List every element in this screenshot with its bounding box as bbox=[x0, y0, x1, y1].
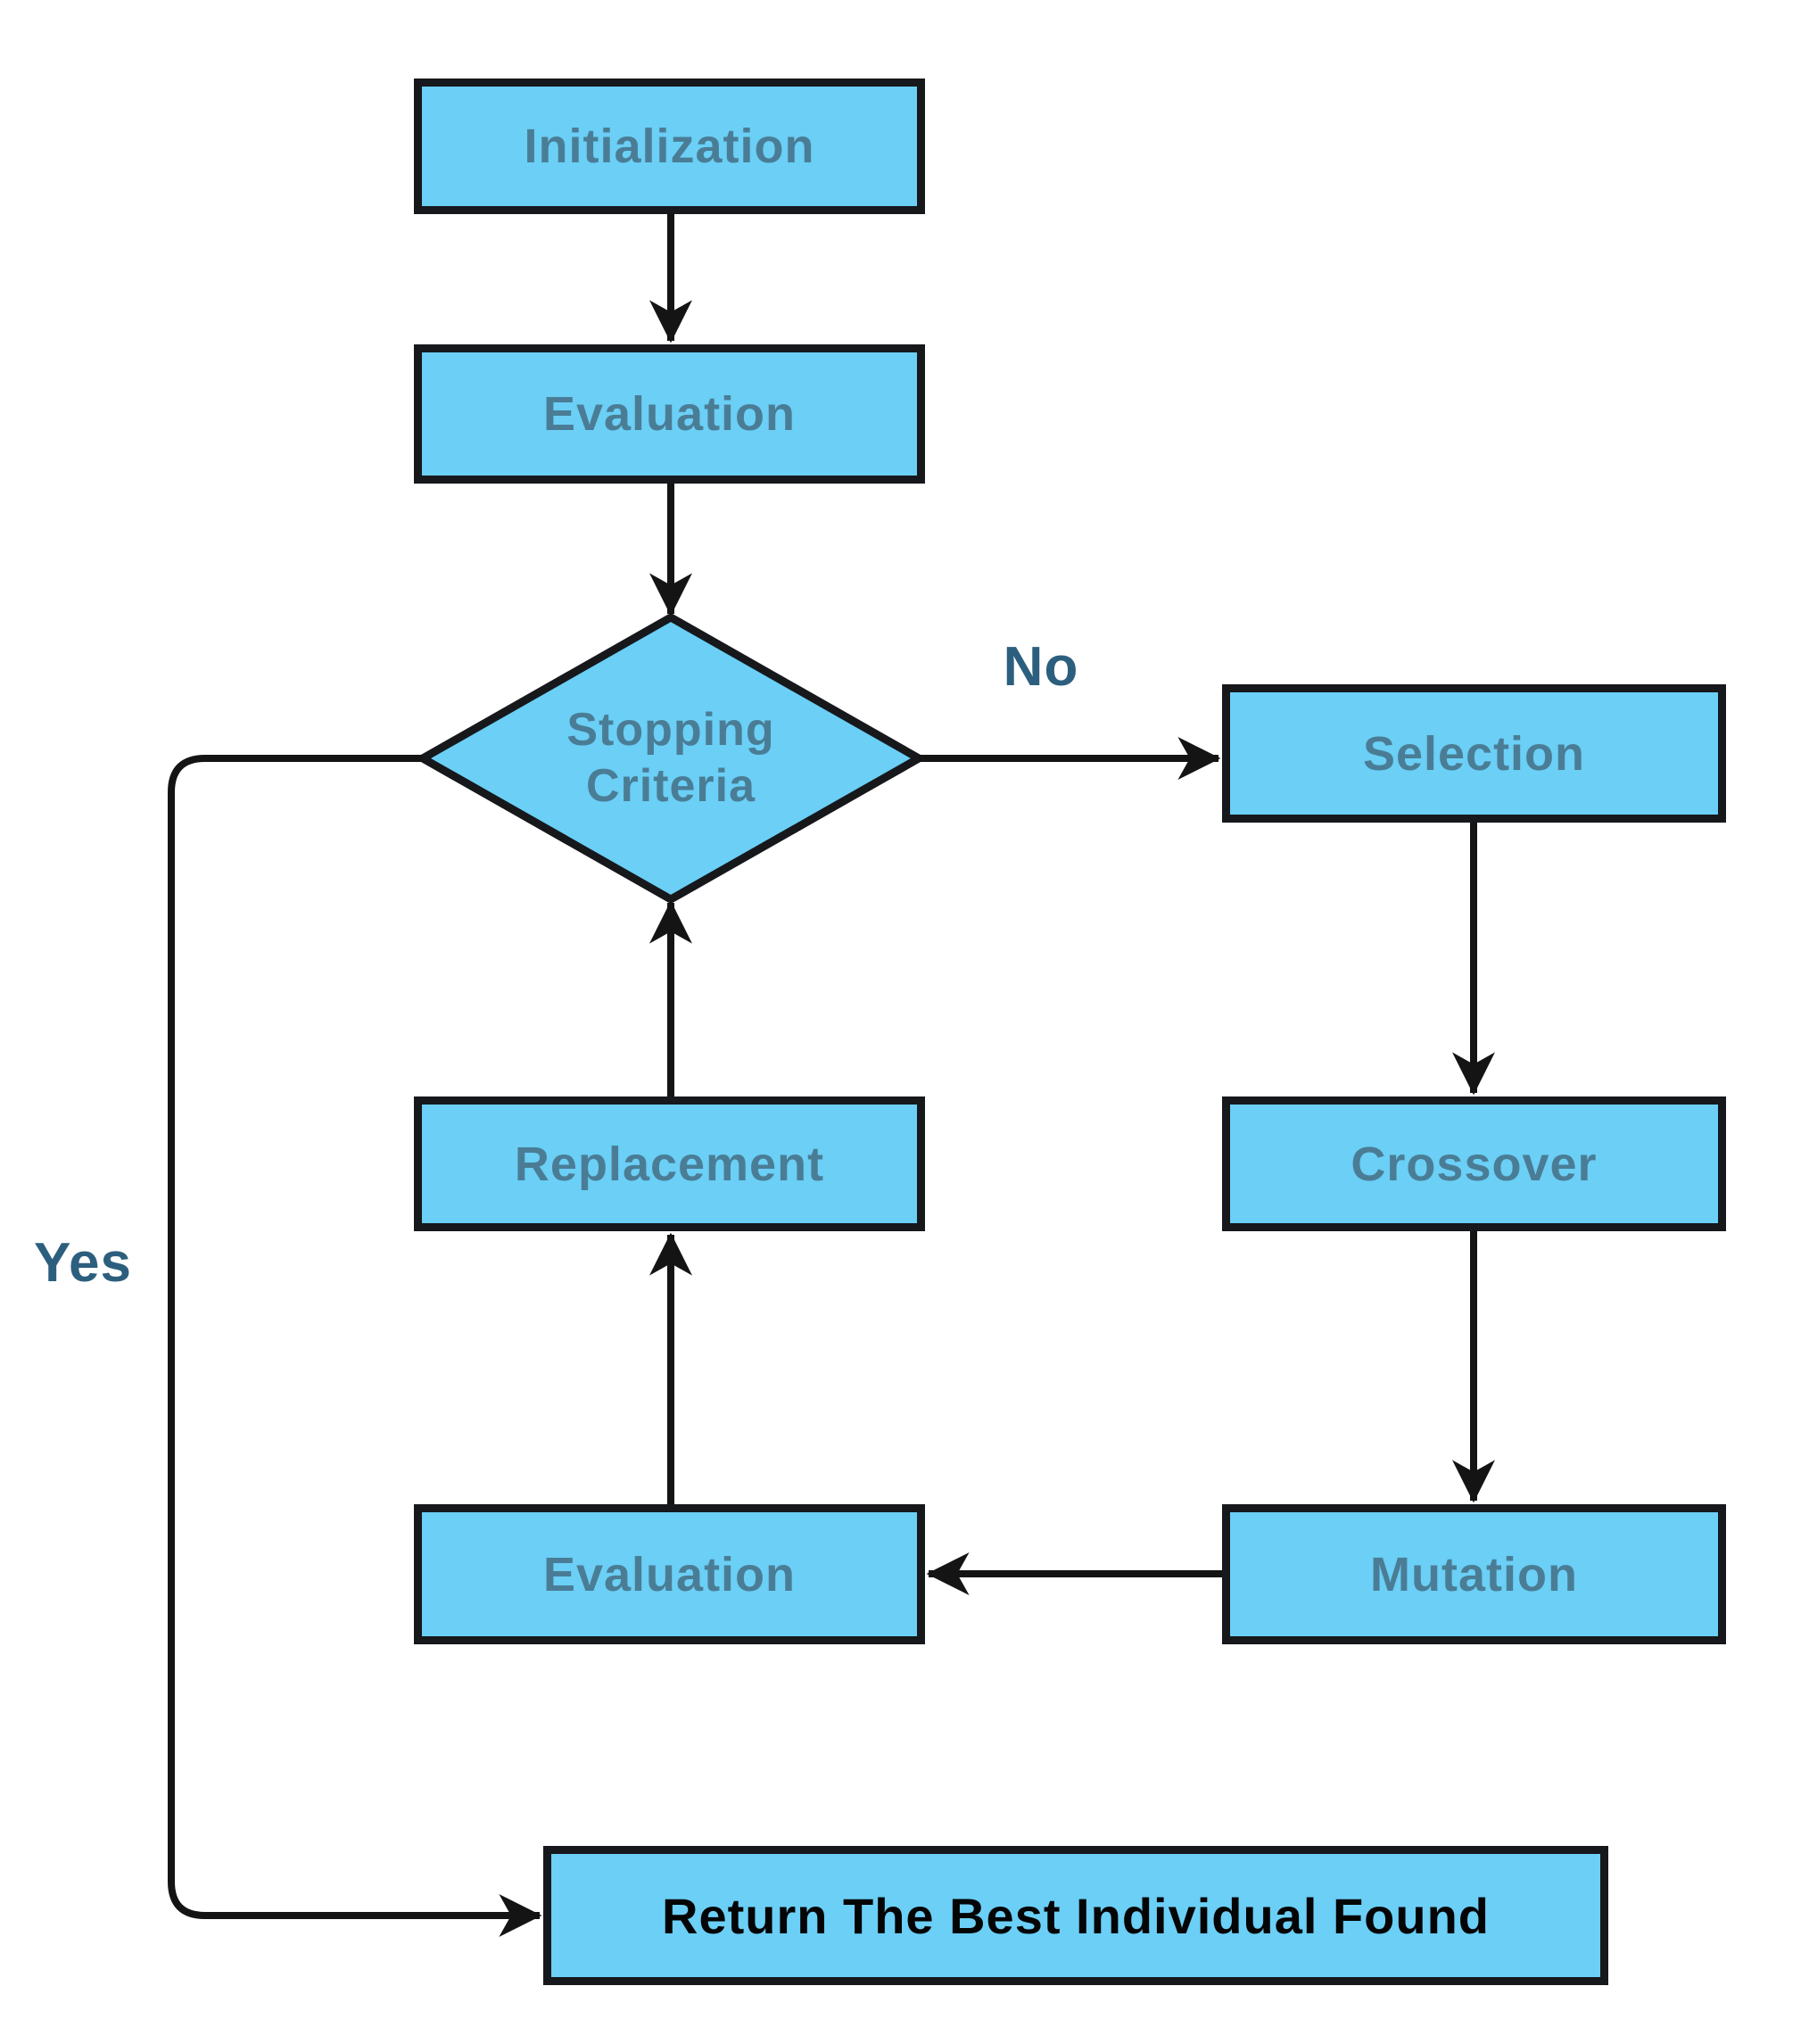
node-mutation-label: Mutation bbox=[1370, 1547, 1578, 1601]
node-evaluation-top-label: Evaluation bbox=[542, 387, 797, 441]
edge-yes-stopping-criteria-to-return-best bbox=[168, 755, 542, 1937]
node-replacement-label: Replacement bbox=[514, 1137, 825, 1191]
node-mutation: Mutation bbox=[1222, 1504, 1726, 1644]
node-selection-label: Selection bbox=[1362, 726, 1586, 781]
node-stopping-criteria-label: Stopping Criteria bbox=[457, 651, 885, 865]
edge-label-yes: Yes bbox=[34, 1232, 132, 1294]
node-return-best: Return The Best Individual Found bbox=[543, 1846, 1608, 1985]
node-crossover-label: Crossover bbox=[1351, 1137, 1598, 1191]
node-evaluation-loop-label: Evaluation bbox=[542, 1547, 797, 1601]
edge-label-no: No bbox=[1003, 636, 1079, 698]
node-selection: Selection bbox=[1222, 684, 1726, 823]
stopping-criteria-line1: Stopping bbox=[566, 703, 775, 756]
node-replacement: Replacement bbox=[414, 1096, 925, 1231]
node-return-best-label: Return The Best Individual Found bbox=[662, 1887, 1490, 1944]
node-evaluation-loop: Evaluation bbox=[414, 1504, 925, 1644]
stopping-criteria-line2: Criteria bbox=[585, 760, 756, 812]
node-initialization-label: Initialization bbox=[524, 120, 815, 173]
node-initialization: Initialization bbox=[414, 79, 925, 214]
node-evaluation-top: Evaluation bbox=[414, 344, 925, 484]
node-crossover: Crossover bbox=[1222, 1096, 1726, 1231]
